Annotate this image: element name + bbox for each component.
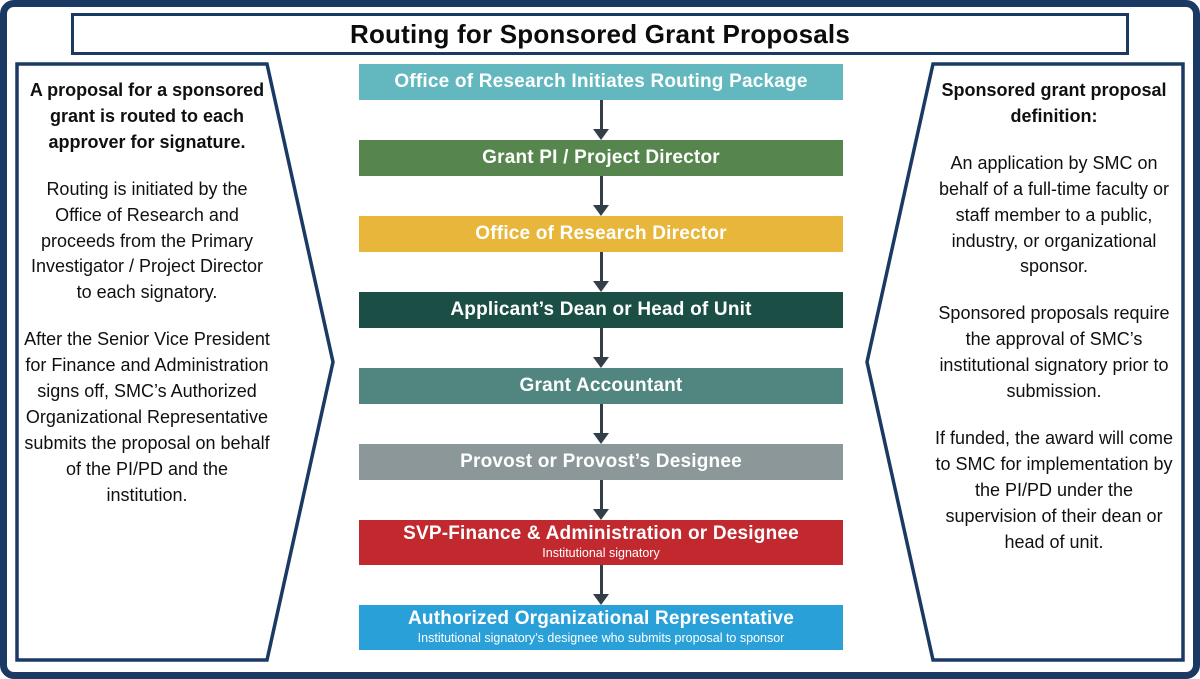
- right-panel-paragraph-2: Sponsored proposals require the approval…: [938, 303, 1170, 402]
- page-title: Routing for Sponsored Grant Proposals: [350, 18, 850, 49]
- flow-step-label: Grant Accountant: [519, 374, 683, 396]
- flow-step-sublabel: Institutional signatory: [542, 546, 660, 561]
- down-arrow-icon: [599, 480, 603, 509]
- left-panel-paragraph-2: After the Senior Vice President for Fina…: [24, 329, 270, 505]
- flow-step-office-of-research-initiates: Office of Research Initiates Routing Pac…: [359, 64, 843, 100]
- right-panel-paragraph-1: An application by SMC on behalf of a ful…: [938, 152, 1170, 277]
- right-panel-pentagon-shape: [865, 62, 1185, 662]
- left-explanation-panel: A proposal for a sponsored grant is rout…: [15, 62, 335, 662]
- left-panel-text: A proposal for a sponsored grant is rout…: [23, 78, 271, 530]
- down-arrow-icon: [599, 252, 603, 281]
- flow-step-sublabel: Institutional signatory’s designee who s…: [417, 631, 785, 646]
- right-definition-panel: Sponsored grant proposal definition: An …: [865, 62, 1185, 662]
- right-panel-text: Sponsored grant proposal definition: An …: [931, 78, 1177, 577]
- flow-step-label: Authorized Organizational Representative: [408, 608, 794, 630]
- down-arrow-icon: [599, 176, 603, 205]
- right-panel-heading: Sponsored grant proposal definition:: [941, 80, 1167, 126]
- left-panel-lead: A proposal for a sponsored grant is rout…: [29, 80, 265, 152]
- flow-step-label: Office of Research Director: [475, 222, 727, 244]
- right-panel-paragraph-3: If funded, the award will come to SMC fo…: [934, 427, 1174, 552]
- flow-step-label: Grant PI / Project Director: [482, 146, 720, 168]
- routing-flow: Office of Research Initiates Routing Pac…: [359, 64, 843, 664]
- flow-step-label: Office of Research Initiates Routing Pac…: [394, 70, 808, 92]
- flow-step-label: SVP-Finance & Administration or Designee: [403, 523, 799, 545]
- left-panel-paragraph-1: Routing is initiated by the Office of Re…: [30, 178, 264, 303]
- flow-step-label: Applicant’s Dean or Head of Unit: [450, 298, 752, 320]
- diagram-title-bar: Routing for Sponsored Grant Proposals: [71, 13, 1129, 55]
- down-arrow-icon: [599, 404, 603, 433]
- left-panel-pentagon-shape: [15, 62, 335, 662]
- flow-step-label: Provost or Provost’s Designee: [460, 450, 742, 472]
- down-arrow-icon: [599, 328, 603, 357]
- down-arrow-icon: [599, 100, 603, 129]
- flow-step-provost-or-designee: Provost or Provost’s Designee: [359, 444, 843, 480]
- down-arrow-icon: [599, 565, 603, 594]
